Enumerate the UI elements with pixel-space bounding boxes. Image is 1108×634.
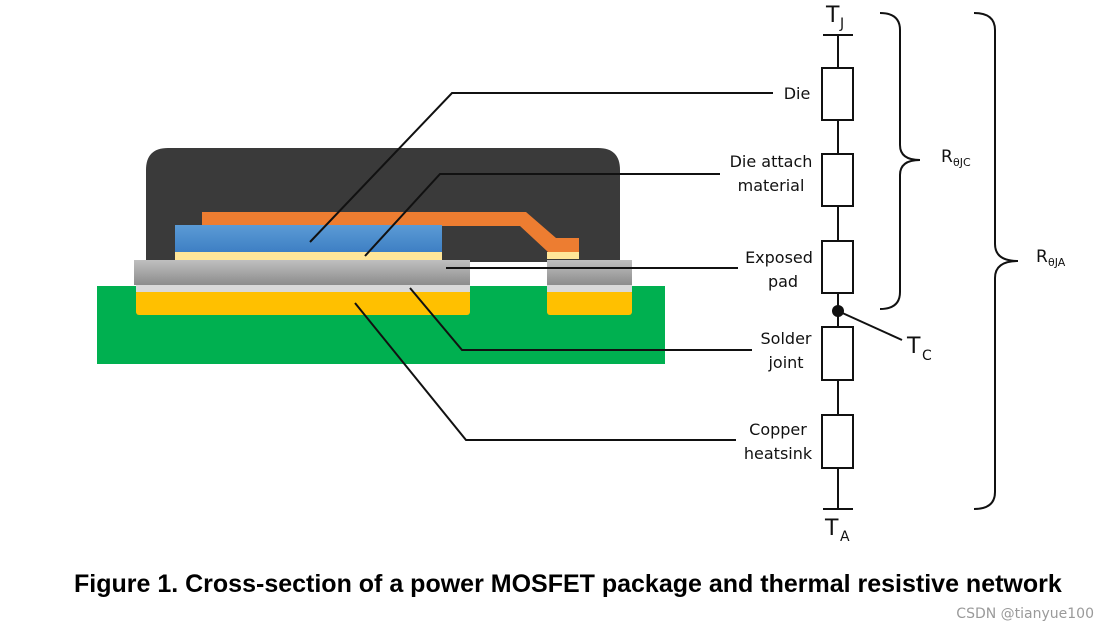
die-attach-layer bbox=[175, 251, 442, 260]
tj-label: T bbox=[825, 3, 840, 28]
package-cross-section bbox=[97, 148, 665, 364]
leader-die bbox=[309, 92, 773, 243]
leader-lines bbox=[309, 92, 773, 441]
tc-leader bbox=[837, 310, 903, 341]
ta-label: T bbox=[824, 516, 839, 541]
label-exposed-pad-2: pad bbox=[768, 272, 798, 291]
resistance-labels: R θJC R θJA bbox=[941, 147, 1066, 269]
rja-label: R bbox=[1036, 247, 1048, 267]
tc-subscript: C bbox=[922, 348, 932, 364]
solder-joint-left bbox=[136, 284, 470, 292]
watermark: CSDN @tianyue100 bbox=[956, 606, 1094, 622]
figure-caption: Figure 1. Cross-section of a power MOSFE… bbox=[74, 570, 1062, 598]
die bbox=[175, 225, 442, 252]
clip-attach bbox=[547, 252, 579, 259]
resistor-exposed-pad bbox=[821, 240, 854, 294]
label-die: Die bbox=[784, 84, 811, 103]
braces bbox=[879, 12, 1019, 510]
copper-heatsink-left bbox=[136, 290, 470, 315]
solder-joint-right bbox=[547, 284, 632, 292]
resistor-solder bbox=[821, 326, 854, 381]
leader-solder-joint bbox=[409, 287, 752, 351]
label-solder-1: Solder bbox=[761, 329, 812, 348]
node-labels: T J T C T A bbox=[824, 3, 932, 545]
label-die-attach-2: material bbox=[738, 176, 805, 195]
brace-rja bbox=[973, 12, 1019, 510]
resistor-copper bbox=[821, 414, 854, 469]
rjc-subscript: θJC bbox=[953, 156, 971, 169]
ta-subscript: A bbox=[840, 529, 850, 545]
layer-labels: Die Die attach material Exposed pad Sold… bbox=[730, 84, 813, 463]
label-solder-2: joint bbox=[767, 353, 803, 372]
label-die-attach-1: Die attach bbox=[730, 152, 813, 171]
resistor-die-attach bbox=[821, 153, 854, 207]
tj-subscript: J bbox=[839, 16, 844, 32]
leader-die-attach bbox=[364, 173, 720, 257]
rja-subscript: θJA bbox=[1048, 256, 1066, 269]
rjc-label: R bbox=[941, 147, 953, 167]
brace-rjc bbox=[879, 12, 921, 310]
exposed-pad bbox=[134, 260, 470, 285]
resistor-die bbox=[821, 67, 854, 121]
tc-label: T bbox=[906, 334, 921, 359]
copper-clip bbox=[202, 212, 579, 252]
thermal-network bbox=[821, 34, 903, 510]
lead-pad bbox=[547, 260, 632, 285]
label-copper-1: Copper bbox=[749, 420, 807, 439]
copper-heatsink-right bbox=[547, 290, 632, 315]
leader-copper-heatsink bbox=[354, 302, 736, 441]
label-exposed-pad-1: Exposed bbox=[745, 248, 813, 267]
label-copper-2: heatsink bbox=[744, 444, 813, 463]
